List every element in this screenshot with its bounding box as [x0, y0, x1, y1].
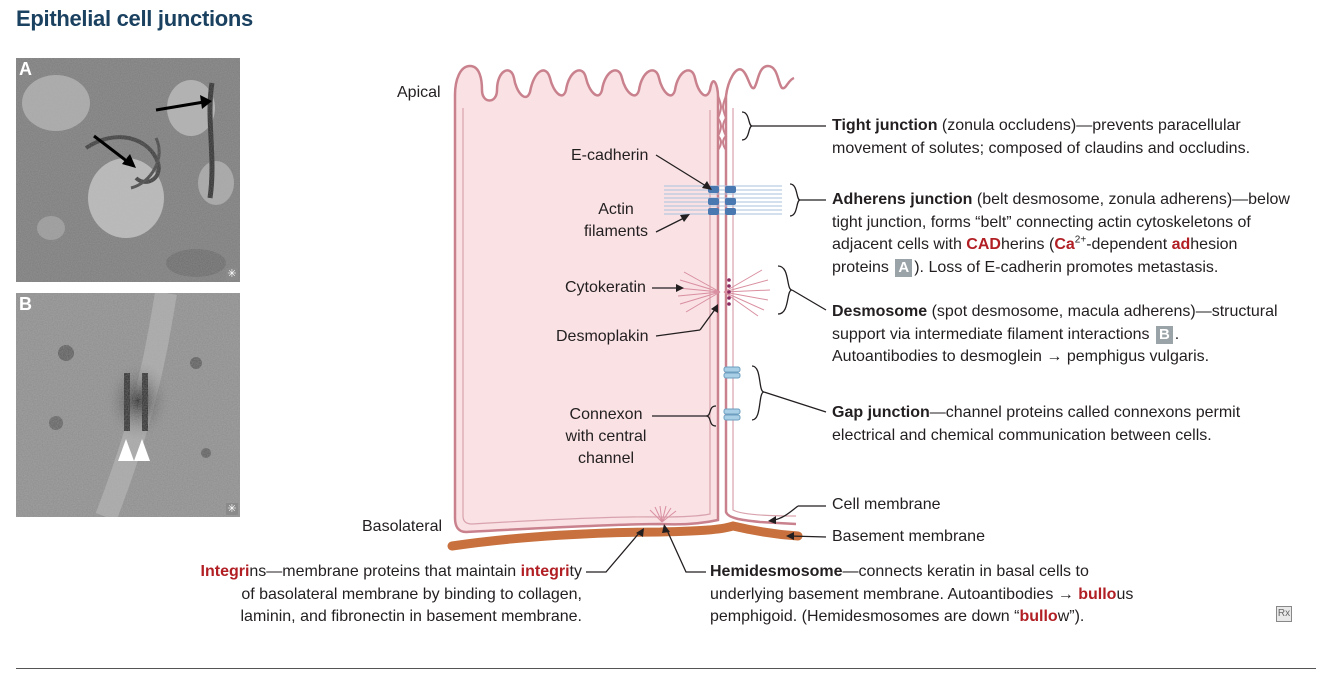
tight-junction-term: Tight junction: [832, 117, 938, 134]
adherens-junction-term: Adherens junction: [832, 191, 973, 208]
connexon-label: Connexon with central channel: [556, 404, 656, 470]
actin-filaments-label: Actin filaments: [580, 199, 652, 243]
desmosome-description: Desmosome (spot desmosome, macula adhere…: [832, 303, 1278, 365]
gap-junction-description: Gap junction—channel proteins called con…: [832, 404, 1241, 444]
actin-filaments: [664, 185, 782, 215]
neighbor-cell-membrane: [724, 64, 795, 97]
connexon-label-line1: Connexon: [569, 406, 643, 423]
panel-b-badge-icon: ✳: [226, 503, 238, 515]
connexon-channels: [723, 366, 741, 421]
cytokeratin-fan: [677, 269, 771, 317]
bottom-divider: [16, 668, 1316, 669]
hemidesmosome-fan: [649, 505, 677, 523]
desmoplakin-label: Desmoplakin: [556, 328, 649, 345]
cell-membrane-label: Cell membrane: [832, 496, 941, 513]
connexon-label-line3: channel: [577, 450, 635, 467]
adherens-junction-description: Adherens junction (belt desmosome, zonul…: [832, 191, 1290, 277]
basement-membrane-label: Basement membrane: [832, 528, 985, 545]
hemidesmosome-description: Hemidesmosome—connects keratin in basal …: [710, 563, 1134, 625]
e-cadherin-label: E-cadherin: [571, 147, 649, 164]
panel-a-badge-icon: ✳: [226, 268, 238, 280]
panel-label-b: B: [19, 294, 32, 314]
desmosome-term: Desmosome: [832, 303, 928, 320]
e-cadherin-complexes: [708, 186, 736, 215]
cytokeratin-label: Cytokeratin: [565, 279, 646, 296]
actin-label-line1: Actin: [598, 201, 634, 218]
desmosome-bracket: [777, 265, 793, 315]
hemidesmosome-leader: [665, 527, 706, 573]
tight-junction-graphic: [716, 95, 728, 151]
tight-junction-description: Tight junction (zonula occludens)—preven…: [832, 117, 1251, 157]
panel-label-a: A: [19, 59, 32, 79]
apical-label: Apical: [397, 84, 441, 101]
connexon-label-line2: with central: [565, 428, 647, 445]
gap-junction-term: Gap junction: [832, 404, 930, 421]
basement-membrane-band: [447, 521, 803, 551]
figure-b-reference-badge: B: [1155, 325, 1173, 344]
adherens-bracket: [789, 183, 801, 217]
micrograph-b: B ✳: [16, 293, 240, 517]
rx-icon: Rx: [1276, 606, 1292, 622]
page-title: Epithelial cell junctions: [16, 6, 253, 31]
tight-junction-bracket: [741, 111, 753, 141]
basolateral-label: Basolateral: [362, 518, 443, 535]
integrin-leader: [586, 531, 641, 573]
micrograph-a: A ✳: [16, 58, 240, 282]
figure-a-reference-badge: A: [895, 258, 913, 277]
desmosome-plaque: [727, 278, 731, 306]
hemidesmosome-term: Hemidesmosome: [710, 563, 843, 580]
actin-label-line2: filaments: [583, 223, 649, 240]
gap-junction-bracket: [751, 365, 765, 421]
integrin-description: Integrins—membrane proteins that maintai…: [200, 563, 582, 625]
